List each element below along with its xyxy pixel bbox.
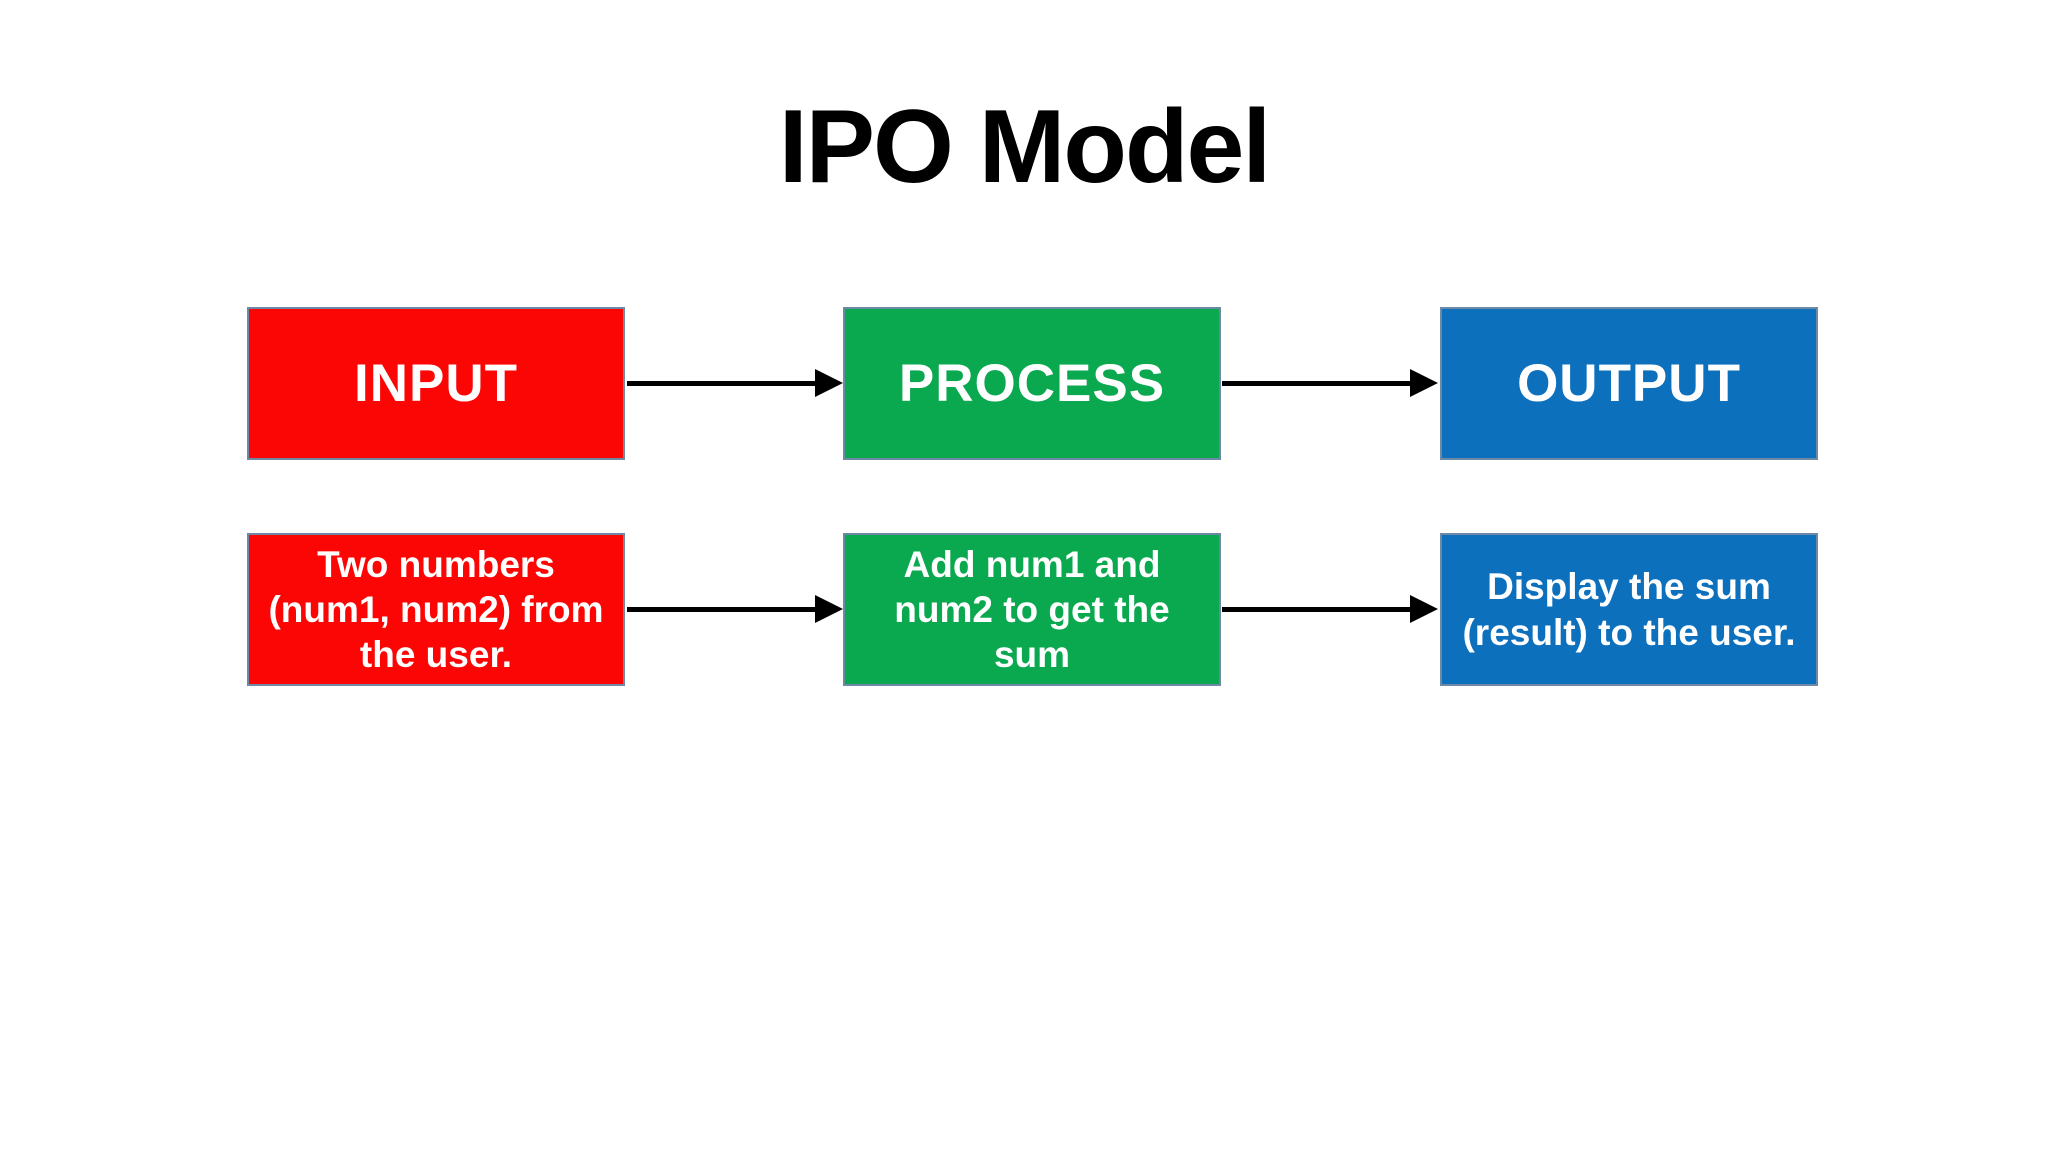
arrowhead-icon <box>1410 595 1438 623</box>
arrow-input-to-process <box>627 368 843 398</box>
output-description-text: Display the sum (result) to the user. <box>1462 566 1796 653</box>
arrow-shaft <box>1222 606 1414 612</box>
output-description-box: Display the sum (result) to the user. <box>1440 533 1818 686</box>
arrow-input-desc-to-process-desc <box>627 594 843 624</box>
arrow-process-to-output <box>1222 368 1438 398</box>
input-stage-label: INPUT <box>354 354 518 413</box>
process-description-text: Add num1 and num2 to get the sum <box>894 543 1170 676</box>
arrow-shaft <box>627 380 819 386</box>
process-stage-box: PROCESS <box>843 307 1221 460</box>
arrow-process-desc-to-output-desc <box>1222 594 1438 624</box>
process-description-box: Add num1 and num2 to get the sum <box>843 533 1221 686</box>
arrowhead-icon <box>1410 369 1438 397</box>
input-description-text: Two numbers (num1, num2) from the user. <box>268 543 604 676</box>
arrowhead-icon <box>815 595 843 623</box>
arrowhead-icon <box>815 369 843 397</box>
diagram-title: IPO Model <box>778 89 1271 205</box>
input-stage-box: INPUT <box>247 307 625 460</box>
process-stage-label: PROCESS <box>898 354 1166 413</box>
input-description-box: Two numbers (num1, num2) from the user. <box>247 533 625 686</box>
output-stage-box: OUTPUT <box>1440 307 1818 460</box>
arrow-shaft <box>627 606 819 612</box>
arrow-shaft <box>1222 380 1414 386</box>
output-stage-label: OUTPUT <box>1517 354 1741 413</box>
